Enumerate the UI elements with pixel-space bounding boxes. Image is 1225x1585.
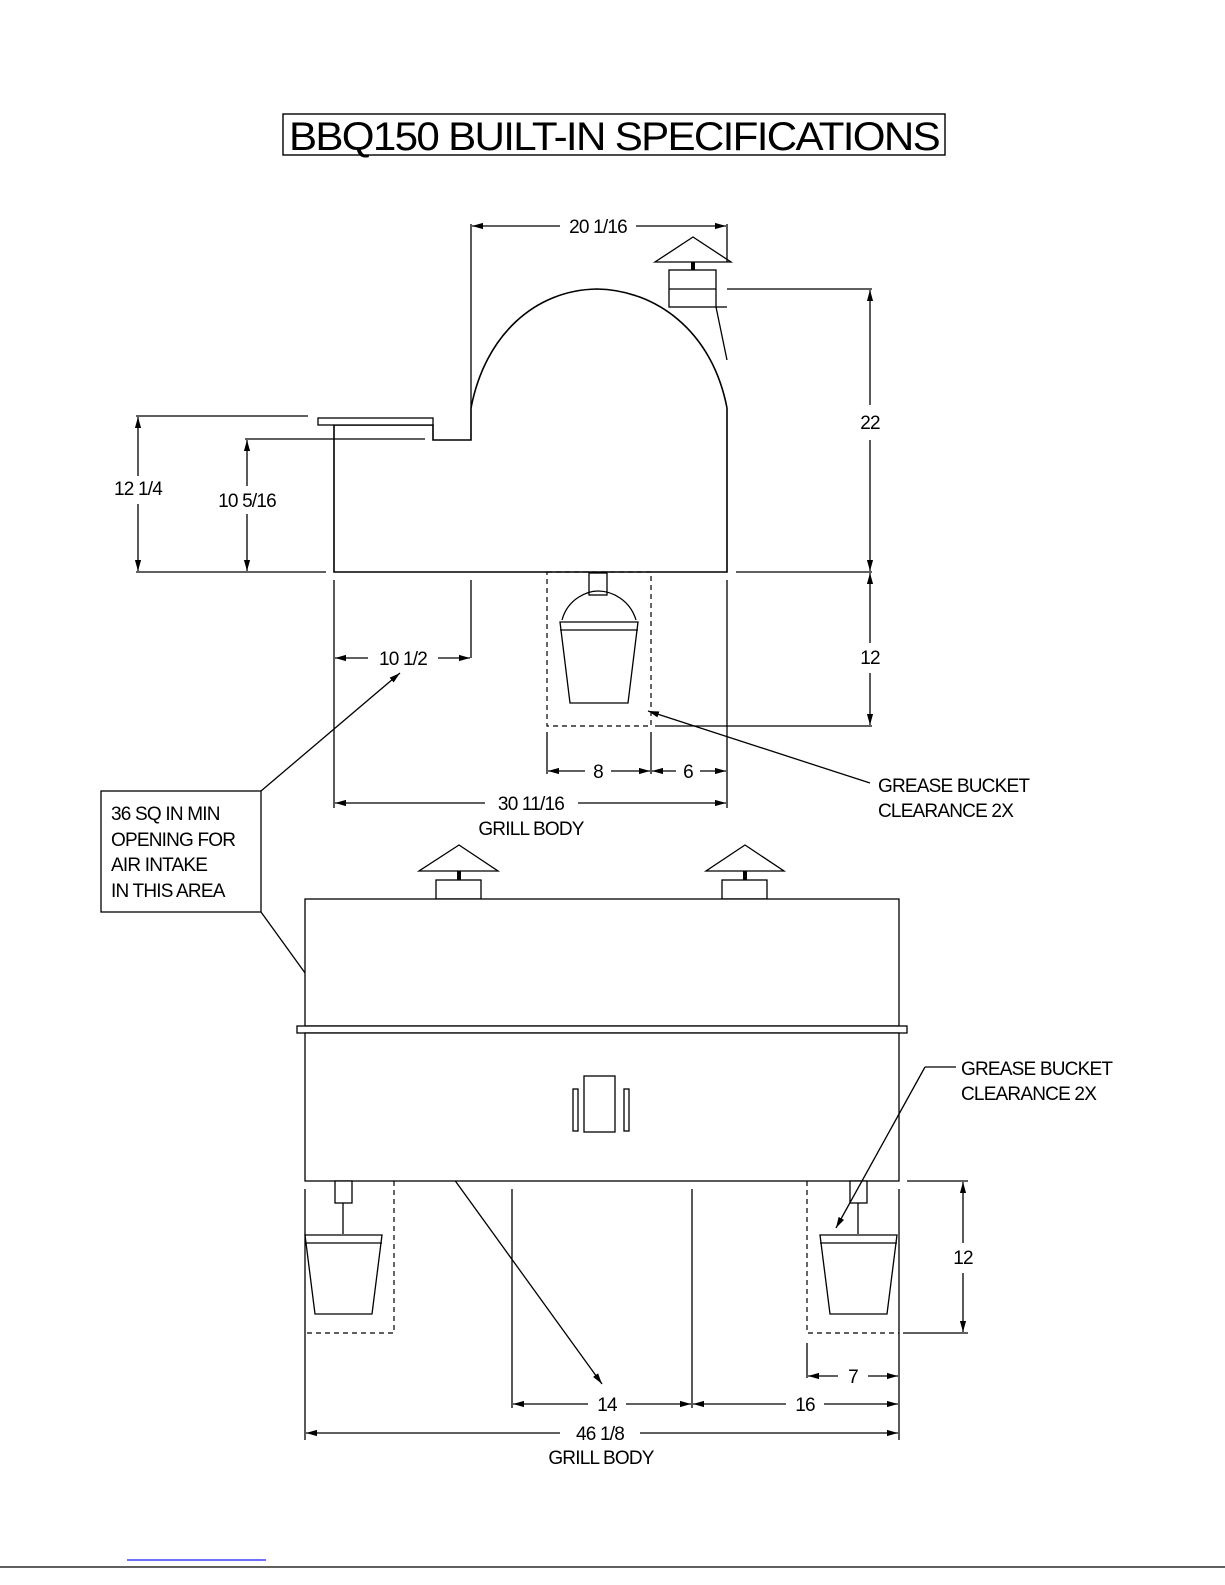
front-right-spout: [850, 1181, 867, 1203]
dim-right-offset: 16: [795, 1395, 815, 1416]
front-left-bucket: [305, 1235, 382, 1314]
dim-body-width: 30 11/16: [498, 794, 564, 815]
front-left-spout: [335, 1181, 352, 1203]
dim-height-above: 22: [860, 413, 880, 434]
dim-bucket-depth: 12: [953, 1248, 973, 1269]
side-chimney-stem: [691, 262, 695, 270]
grease-note-front-line-2: CLEARANCE 2X: [961, 1084, 1097, 1105]
air-intake-line-3: AIR INTAKE: [111, 855, 207, 876]
front-chimney-right-cap: [706, 845, 784, 871]
grease-note-front: GREASE BUCKET CLEARANCE 2X: [961, 1059, 1113, 1105]
side-shelf: [318, 418, 433, 425]
air-intake-leader-up: [261, 673, 400, 791]
front-lid: [305, 899, 899, 1026]
front-badge-bar-left: [573, 1089, 578, 1131]
front-view: 12 7 14 16 46 1/8 GRILL BODY: [297, 845, 973, 1469]
air-intake-line-2: OPENING FOR: [111, 830, 235, 851]
front-chimney-right-collar: [722, 880, 767, 899]
grease-note-line-2: CLEARANCE 2X: [878, 801, 1014, 822]
dim-bucket-offset: 6: [683, 762, 693, 783]
title-block: BBQ150 BUILT-IN SPECIFICATIONS: [283, 114, 945, 159]
grease-note-front-line-1: GREASE BUCKET: [961, 1059, 1113, 1080]
page-title: BBQ150 BUILT-IN SPECIFICATIONS: [289, 115, 939, 159]
front-right-bucket: [820, 1235, 897, 1314]
dim-bucket-width: 8: [593, 762, 603, 783]
side-bucket: [560, 622, 638, 703]
front-badge-bar-right: [624, 1089, 629, 1131]
dim-front-body-width-label: GRILL BODY: [548, 1448, 654, 1469]
side-body-outline: [334, 408, 727, 572]
dim-top-width: 20 1/16: [569, 217, 627, 238]
front-badge: [584, 1076, 615, 1132]
dim-shelf-height: 12 1/4: [114, 479, 163, 500]
side-view: 20 1/16 22 12 12 1/4 10 5/16 10 1/2 8 6: [114, 217, 880, 840]
front-chimney-left-collar: [436, 880, 481, 899]
dim-opening-width: 14: [597, 1395, 618, 1416]
dim-body-width-label: GRILL BODY: [478, 819, 584, 840]
air-intake-line-4: IN THIS AREA: [111, 881, 226, 902]
dim-bucket-offset-front: 7: [848, 1367, 858, 1388]
dim-front-body-width: 46 1/8: [576, 1424, 624, 1445]
dim-lid-seam-height: 10 5/16: [218, 491, 276, 512]
front-rim: [297, 1026, 907, 1033]
grease-note-line-1: GREASE BUCKET: [878, 776, 1030, 797]
front-left-clearance: [305, 1181, 394, 1333]
dim-opening-offset: 10 1/2: [379, 649, 427, 670]
dim-height-below: 12: [860, 648, 880, 669]
front-chimney-left-cap: [419, 845, 498, 871]
side-chimney-cap: [655, 237, 731, 262]
air-intake-line-1: 36 SQ IN MIN: [111, 804, 220, 825]
front-right-clearance: [807, 1181, 899, 1333]
grease-note-side: GREASE BUCKET CLEARANCE 2X: [878, 776, 1030, 822]
